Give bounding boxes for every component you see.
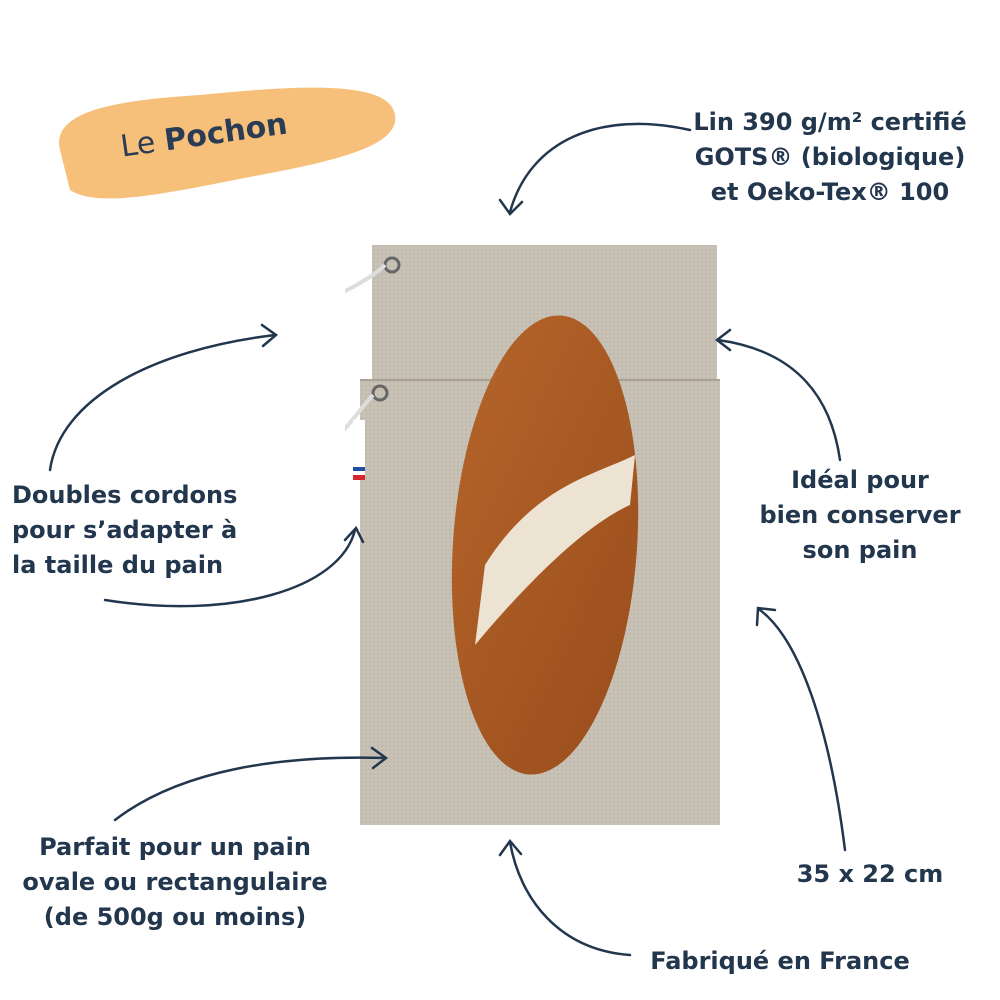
callout-size: 35 x 22 cm bbox=[796, 860, 944, 888]
callout-line: son pain bbox=[802, 536, 918, 564]
linen-bag-with-bread bbox=[345, 245, 720, 825]
callout-line: Doubles cordons bbox=[12, 481, 238, 509]
callout-line: Parfait pour un pain bbox=[39, 833, 311, 861]
title-brush-blob bbox=[59, 87, 396, 199]
callout-line: Lin 390 g/m² certifié bbox=[693, 108, 967, 136]
callout-material: Lin 390 g/m² certifié GOTS® (biologique)… bbox=[660, 105, 1000, 210]
callout-perfect: Parfait pour un pain ovale ou rectangula… bbox=[10, 830, 340, 935]
callout-line: la taille du pain bbox=[12, 551, 224, 579]
callout-line: bien conserver bbox=[759, 501, 961, 529]
callout-line: ovale ou rectangulaire bbox=[22, 868, 328, 896]
callout-line: Idéal pour bbox=[791, 466, 929, 494]
callout-line: GOTS® (biologique) bbox=[694, 143, 966, 171]
callout-line: (de 500g ou moins) bbox=[43, 903, 307, 931]
callout-line: et Oeko-Tex® 100 bbox=[710, 178, 950, 206]
callout-ideal: Idéal pour bien conserver son pain bbox=[745, 463, 975, 568]
callout-line: pour s’adapter à bbox=[12, 516, 238, 544]
callout-cords: Doubles cordons pour s’adapter à la tail… bbox=[0, 478, 272, 583]
callout-made-in-france: Fabriqué en France bbox=[650, 947, 910, 975]
